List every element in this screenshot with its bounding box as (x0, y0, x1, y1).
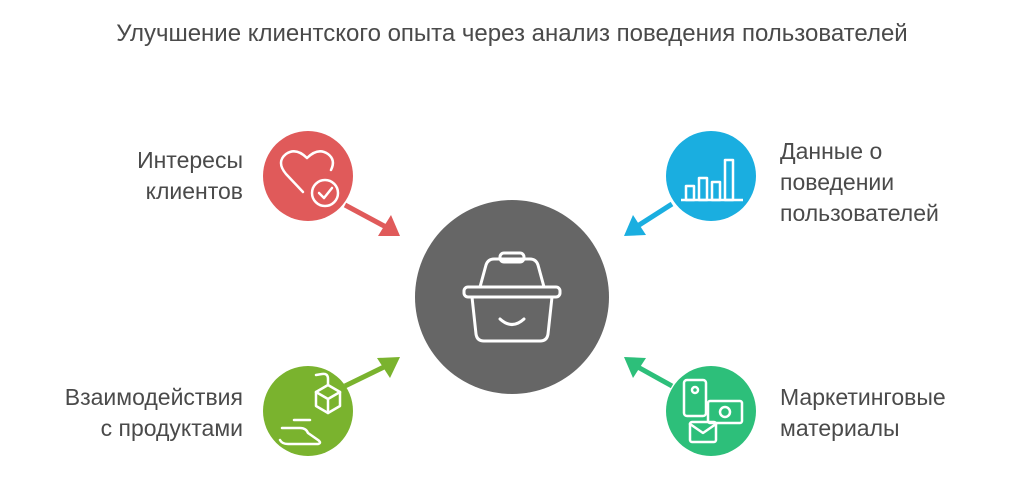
node-marketing-materials-circle (666, 366, 756, 456)
hand-box-icon (278, 372, 342, 446)
diagram-title: Улучшение клиентского опыта через анализ… (116, 20, 908, 47)
arrow-product-interactions (377, 357, 400, 378)
heart-check-icon (279, 150, 340, 208)
phone-envelope-icon (682, 378, 744, 444)
node-interests-circle (263, 131, 353, 221)
node-behavior-data-circle (666, 131, 756, 221)
shopping-basket-smile-icon (462, 251, 562, 343)
arrow-marketing-materials (624, 357, 646, 378)
arrow-behavior-data (624, 215, 646, 236)
bar-chart-icon (681, 158, 743, 202)
node-product-interactions-circle (263, 366, 353, 456)
arrow-interests (378, 215, 400, 236)
